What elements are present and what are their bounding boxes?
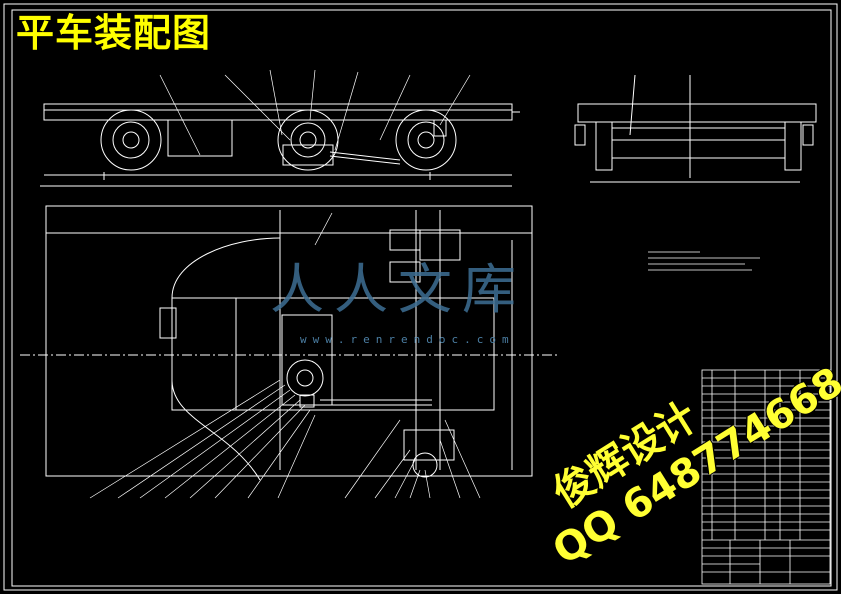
leader-lines-top xyxy=(159,69,471,156)
drawing-frame xyxy=(3,3,838,591)
end-view xyxy=(574,74,817,183)
parts-list-table xyxy=(701,369,831,585)
drawing-title: 平车装配图 xyxy=(16,11,212,55)
site-url-watermark: www.renrendoc.com xyxy=(300,333,515,346)
plan-view xyxy=(20,205,560,481)
site-logo-watermark: 人人文库 xyxy=(270,258,526,321)
leader-lines-bottom xyxy=(89,212,481,499)
side-view xyxy=(40,103,520,187)
technical-notes xyxy=(648,251,760,271)
